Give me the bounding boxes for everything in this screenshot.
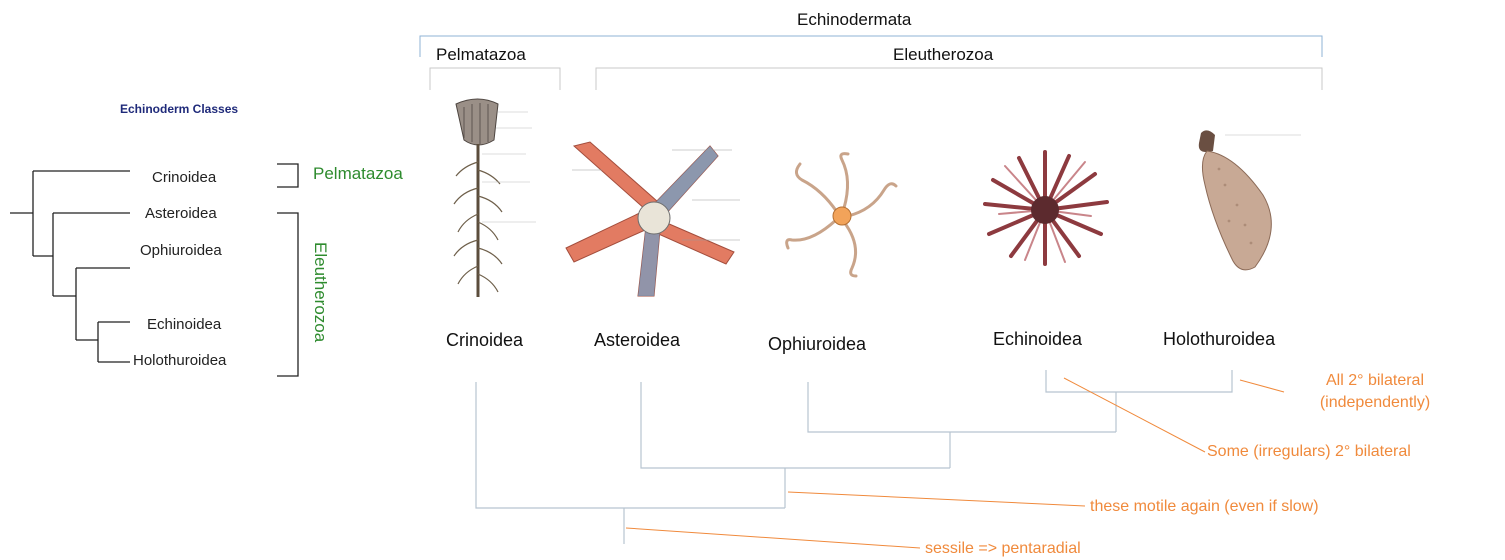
annotation-leaders bbox=[626, 378, 1284, 548]
taxon-echinoidea: Echinoidea bbox=[993, 329, 1082, 350]
ophiuroid-illustration bbox=[782, 150, 902, 280]
echinodermata-label: Echinodermata bbox=[797, 10, 911, 30]
crinoid-illustration bbox=[438, 92, 548, 302]
header-brackets bbox=[430, 68, 1322, 90]
annotation-sessile: sessile => pentaradial bbox=[925, 538, 1081, 560]
annotation-motile: these motile again (even if slow) bbox=[1090, 496, 1319, 518]
echinoderm-classes-title: Echinoderm Classes bbox=[120, 102, 238, 116]
taxon-asteroidea: Asteroidea bbox=[594, 330, 680, 351]
pelmatozoa-bracket-label: Pelmatazoa bbox=[313, 164, 403, 184]
left-leaf-echinoidea: Echinoidea bbox=[147, 316, 221, 333]
eleutherozoa-bracket-label: Eleutherozoa bbox=[310, 242, 330, 342]
left-leaf-holothuroidea: Holothuroidea bbox=[133, 352, 226, 369]
annotation-all-bilateral-line2: (independently) bbox=[1300, 392, 1450, 414]
left-cladogram bbox=[10, 171, 130, 362]
holothuroid-illustration bbox=[1185, 125, 1305, 290]
left-leaf-asteroidea: Asteroidea bbox=[145, 205, 217, 222]
annotation-all-bilateral-line1: All 2° bilateral bbox=[1300, 370, 1450, 392]
taxon-holothuroidea: Holothuroidea bbox=[1163, 329, 1275, 350]
annotation-some-bilateral: Some (irregulars) 2° bilateral bbox=[1207, 441, 1411, 463]
pelmatazoa-header-label: Pelmatazoa bbox=[436, 45, 526, 65]
annotation-all-bilateral: All 2° bilateral (independently) bbox=[1300, 370, 1450, 414]
taxon-ophiuroidea: Ophiuroidea bbox=[768, 334, 866, 355]
eleutherozoa-header-label: Eleutherozoa bbox=[893, 45, 993, 65]
left-leaf-crinoidea: Crinoidea bbox=[152, 169, 216, 186]
left-leaf-ophiuroidea: Ophiuroidea bbox=[140, 242, 222, 259]
taxon-crinoidea: Crinoidea bbox=[446, 330, 523, 351]
echinodermata-bracket bbox=[420, 36, 1322, 57]
asteroid-illustration bbox=[562, 140, 742, 300]
left-brackets bbox=[277, 164, 298, 376]
echinoid-illustration bbox=[975, 150, 1115, 270]
